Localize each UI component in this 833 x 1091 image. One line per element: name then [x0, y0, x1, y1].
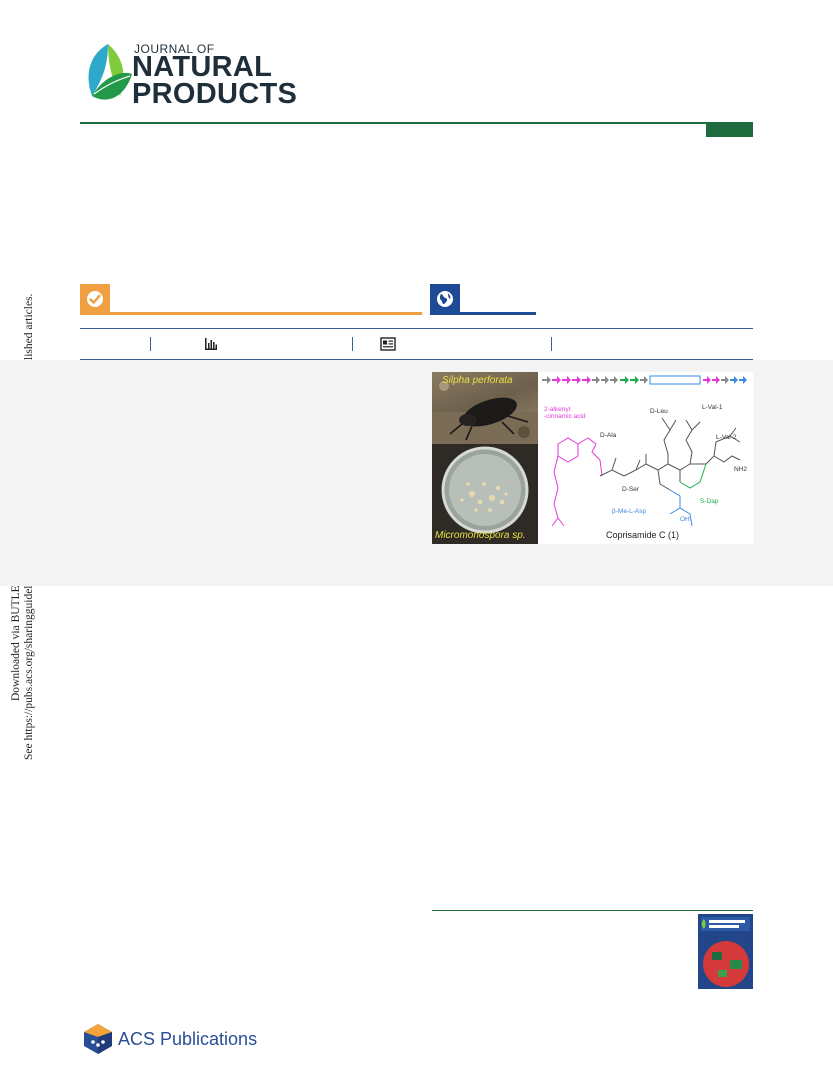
gene-cluster-and-structure: [542, 375, 747, 527]
acs-publications-logo[interactable]: ACS Publications: [82, 1023, 257, 1057]
journal-cover-thumbnail[interactable]: [698, 914, 753, 994]
residue-label-l-val-2: L-Val-2: [716, 434, 737, 441]
chemical-structure-panel: 2-alkenyl -cinnamic acid D-Leu L-Val-1 L…: [540, 372, 753, 544]
residue-label-d-ala: D-Ala: [600, 432, 617, 439]
leaf-logo-icon: [88, 44, 132, 100]
journal-name-line-1: NATURAL: [132, 51, 273, 83]
header-tab: [706, 122, 753, 137]
globe-icon: [437, 291, 453, 307]
residue-label-d-ser: D-Ser: [622, 486, 639, 493]
journal-logo[interactable]: JOURNAL OF NATURAL PRODUCTS: [82, 40, 312, 110]
open-access-badge[interactable]: [80, 284, 422, 315]
culture-plate-photo: Micromonospora sp.: [432, 444, 538, 544]
cover-rule: [432, 910, 753, 911]
journal-name-small: JOURNAL OF: [134, 42, 215, 56]
beetle-photo: Silpha perforata: [432, 372, 538, 444]
license-badge[interactable]: [430, 284, 536, 315]
residue-label-d-leu: D-Leu: [650, 408, 668, 415]
checkmark-icon: [87, 291, 103, 307]
cover-image: [698, 914, 753, 994]
residue-label-nh2: NH2: [734, 466, 748, 473]
photo-top-caption: Silpha perforata: [442, 375, 513, 386]
metrics-separator: [352, 337, 353, 351]
residue-label-b-me-asp: β-Me-L-Asp: [612, 508, 647, 515]
article-metrics-bar: [80, 328, 753, 360]
badge-underline: [430, 312, 536, 315]
residue-label-oh: OH: [680, 516, 690, 523]
metrics-separator: [150, 337, 151, 351]
residue-label-l-val-1: L-Val-1: [702, 404, 723, 411]
abstract-section: Silpha perforata Micromonospora sp.: [0, 360, 833, 586]
badge-underline: [80, 312, 422, 315]
compound-label: Coprisamide C (1): [606, 530, 680, 540]
metrics-separator: [551, 337, 552, 351]
residue-label-cinnamic: 2-alkenyl -cinnamic acid: [544, 406, 586, 421]
acs-hexagon-icon: [84, 1024, 112, 1054]
header-rule: [80, 122, 753, 124]
gene-cluster-arrows: [542, 375, 747, 385]
article-recommendations-icon[interactable]: [380, 337, 396, 351]
photo-bottom-caption: Micromonospora sp.: [435, 530, 526, 541]
journal-name-line-2: PRODUCTS: [132, 78, 298, 110]
residue-label-s-dap: S-Dap: [700, 498, 719, 505]
beetle-image: [432, 381, 538, 444]
publisher-name: ACS Publications: [118, 1029, 258, 1049]
toc-graphic: Silpha perforata Micromonospora sp.: [432, 372, 753, 544]
bar-chart-icon[interactable]: [204, 337, 218, 351]
culture-plate-image: [441, 446, 529, 534]
